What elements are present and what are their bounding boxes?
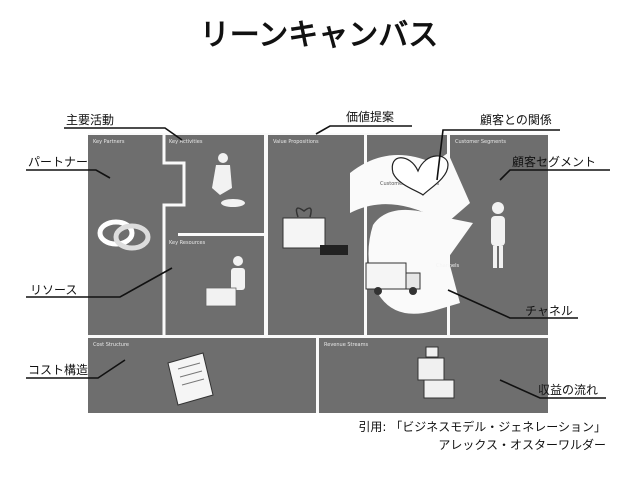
heart-icon bbox=[391, 155, 449, 196]
key-activities-callout: 主要活動 bbox=[66, 113, 115, 127]
value-propositions-label: Value Propositions bbox=[273, 139, 319, 145]
chain-icon bbox=[97, 219, 135, 247]
channels-label: Channels bbox=[436, 263, 460, 269]
value-propositions-callout: 価値提案 bbox=[346, 110, 395, 124]
customer-segments-label: Customer Segments bbox=[455, 139, 506, 145]
key-resources-callout: リソース bbox=[30, 283, 78, 297]
page-title: リーンキャンバス bbox=[199, 18, 439, 53]
citation-line-2: アレックス・オスターワルダー bbox=[438, 438, 606, 452]
key-activities-label: Key Activities bbox=[169, 139, 203, 145]
key-resources-label: Key Resources bbox=[169, 240, 206, 246]
channels-callout: チャネル bbox=[525, 304, 573, 318]
revenue-streams-label: Revenue Streams bbox=[324, 342, 369, 348]
citation-line-1: 引用: 「ビジネスモデル・ジェネレーション」 bbox=[358, 420, 606, 434]
worker-icon bbox=[218, 153, 228, 163]
gift-icon bbox=[282, 217, 326, 249]
key-partners-label: Key Partners bbox=[93, 139, 125, 145]
key-resources-block: Key Resources bbox=[164, 236, 264, 335]
canvas-illustrations: Customer Relationships Channels bbox=[97, 135, 505, 406]
key-partners-callout: パートナー bbox=[28, 155, 89, 169]
truck-icon bbox=[365, 262, 407, 290]
customer-segments-callout: 顧客セグメント bbox=[512, 155, 597, 169]
business-model-canvas: Key Partners Key Activities Key Resource… bbox=[88, 133, 548, 413]
customer-relationships-callout: 顧客との関係 bbox=[480, 113, 552, 127]
revenue-streams-callout: 収益の流れ bbox=[538, 383, 599, 397]
resource-person-icon bbox=[233, 256, 243, 266]
cost-structure-callout: コスト構造 bbox=[28, 363, 89, 377]
customer-icon bbox=[492, 202, 504, 214]
receipt-icon bbox=[167, 352, 214, 406]
cost-structure-label: Cost Structure bbox=[93, 342, 129, 348]
